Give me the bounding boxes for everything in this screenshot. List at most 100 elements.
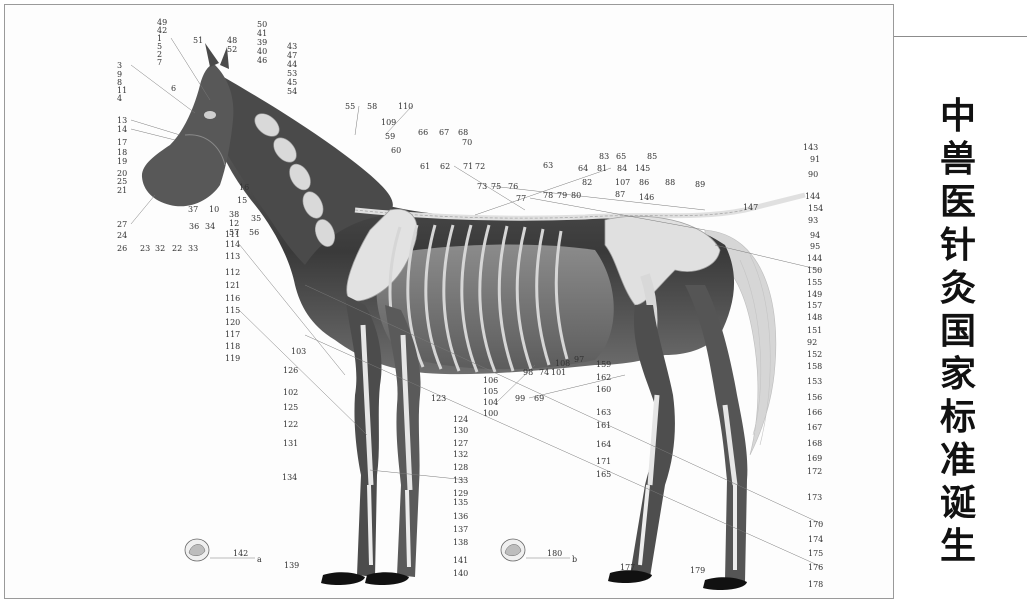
acupoint-label-171: 171	[596, 457, 611, 466]
acupoint-label-83: 83	[599, 152, 609, 161]
acupoint-label-78: 78	[543, 191, 553, 200]
acupoint-label-91: 91	[810, 155, 820, 164]
side-title-char: 家	[918, 353, 998, 396]
acupoint-label-4: 4	[117, 94, 122, 103]
acupoint-label-169: 169	[807, 454, 822, 463]
acupoint-label-22: 22	[172, 244, 182, 253]
acupoint-label-177: 177	[620, 563, 635, 572]
acupoint-label-25: 25	[117, 177, 127, 186]
acupoint-label-119: 119	[225, 354, 240, 363]
acupoint-label-24: 24	[117, 231, 127, 240]
acupoint-label-47: 47	[287, 51, 297, 60]
side-title-char: 诞	[918, 482, 998, 525]
acupoint-label-6: 6	[171, 84, 176, 93]
acupoint-label-163: 163	[596, 408, 611, 417]
acupoint-label-26: 26	[117, 244, 127, 253]
acupoint-label-70: 70	[462, 138, 472, 147]
acupoint-label-106: 106	[483, 376, 498, 385]
acupoint-label-128: 128	[453, 463, 468, 472]
acupoint-label-147: 147	[743, 203, 758, 212]
acupoint-label-50: 50	[257, 20, 267, 29]
hoof-label-a: 142	[233, 549, 248, 558]
acupoint-label-68: 68	[458, 128, 468, 137]
acupoint-label-102: 102	[283, 388, 298, 397]
acupoint-label-76: 76	[508, 182, 518, 191]
acupoint-label-27: 27	[117, 220, 127, 229]
acupoint-label-81: 81	[597, 164, 607, 173]
acupoint-label-88: 88	[665, 178, 675, 187]
acupoint-label-103: 103	[291, 347, 306, 356]
acupoint-label-95: 95	[810, 242, 820, 251]
side-title-char: 生	[918, 525, 998, 568]
acupoint-label-166: 166	[807, 408, 822, 417]
hooves	[321, 570, 747, 590]
horse-head	[142, 65, 233, 207]
side-title-char: 医	[918, 181, 998, 224]
acupoint-label-114: 114	[225, 240, 240, 249]
acupoint-label-132: 132	[453, 450, 468, 459]
leader-line	[131, 65, 195, 113]
acupoint-label-143: 143	[803, 143, 818, 152]
acupoint-label-98: 98	[523, 368, 533, 377]
acupoint-label-10: 10	[209, 205, 219, 214]
acupoint-label-62: 62	[440, 162, 450, 171]
acupoint-label-146: 146	[639, 193, 654, 202]
acupoint-label-167: 167	[807, 423, 822, 432]
acupoint-label-13: 13	[117, 116, 127, 125]
acupoint-label-159: 159	[596, 360, 611, 369]
acupoint-label-151: 151	[807, 326, 822, 335]
acupoint-label-105: 105	[483, 387, 498, 396]
acupoint-label-135: 135	[453, 498, 468, 507]
horse-ear	[205, 43, 219, 67]
acupoint-label-158: 158	[807, 362, 822, 371]
acupoint-label-72: 72	[475, 162, 485, 171]
acupoint-label-39: 39	[257, 38, 267, 47]
side-headline: 中兽医针灸国家标准诞生	[918, 95, 998, 575]
acupoint-label-178: 178	[808, 580, 823, 589]
acupoint-label-46: 46	[257, 56, 267, 65]
acupoint-label-36: 36	[189, 222, 199, 231]
acupoint-label-48: 48	[227, 36, 237, 45]
acupoint-label-80: 80	[571, 191, 581, 200]
acupoint-label-7: 7	[157, 58, 162, 67]
acupoint-label-172: 172	[807, 467, 822, 476]
acupoint-label-156: 156	[807, 393, 822, 402]
acupoint-label-117: 117	[225, 330, 240, 339]
acupoint-label-144: 144	[807, 254, 822, 263]
acupoint-label-122: 122	[283, 420, 298, 429]
leader-line	[131, 195, 155, 224]
acupoint-label-64: 64	[578, 164, 588, 173]
acupoint-label-86: 86	[639, 178, 649, 187]
horse-acupoint-figure: 142 a 180 b 4942152751485250413940464347…	[4, 4, 894, 599]
acupoint-label-65: 65	[616, 152, 626, 161]
acupoint-label-74: 74	[539, 368, 549, 377]
acupoint-label-53: 53	[287, 69, 297, 78]
acupoint-label-92: 92	[807, 338, 817, 347]
acupoint-label-44: 44	[287, 60, 297, 69]
acupoint-label-118: 118	[225, 342, 240, 351]
acupoint-label-168: 168	[807, 439, 822, 448]
acupoint-label-17: 17	[117, 138, 127, 147]
acupoint-label-107: 107	[615, 178, 630, 187]
acupoint-label-71: 71	[463, 162, 473, 171]
acupoint-label-109: 109	[381, 118, 396, 127]
acupoint-label-179: 179	[690, 566, 705, 575]
acupoint-label-73: 73	[477, 182, 487, 191]
side-title-char: 标	[918, 396, 998, 439]
side-title-char: 灸	[918, 267, 998, 310]
leader-line	[355, 106, 359, 135]
acupoint-label-104: 104	[483, 398, 498, 407]
acupoint-label-127: 127	[453, 439, 468, 448]
acupoint-label-3: 3	[117, 61, 122, 70]
acupoint-label-45: 45	[287, 78, 297, 87]
caption-a: a	[257, 555, 262, 564]
acupoint-label-174: 174	[808, 535, 823, 544]
acupoint-label-126: 126	[283, 366, 298, 375]
acupoint-label-56: 56	[249, 228, 259, 237]
acupoint-label-160: 160	[596, 385, 611, 394]
acupoint-label-14: 14	[117, 125, 127, 134]
acupoint-label-139: 139	[284, 561, 299, 570]
acupoint-label-121: 121	[225, 281, 240, 290]
acupoint-label-136: 136	[453, 512, 468, 521]
acupoint-label-33: 33	[188, 244, 198, 253]
